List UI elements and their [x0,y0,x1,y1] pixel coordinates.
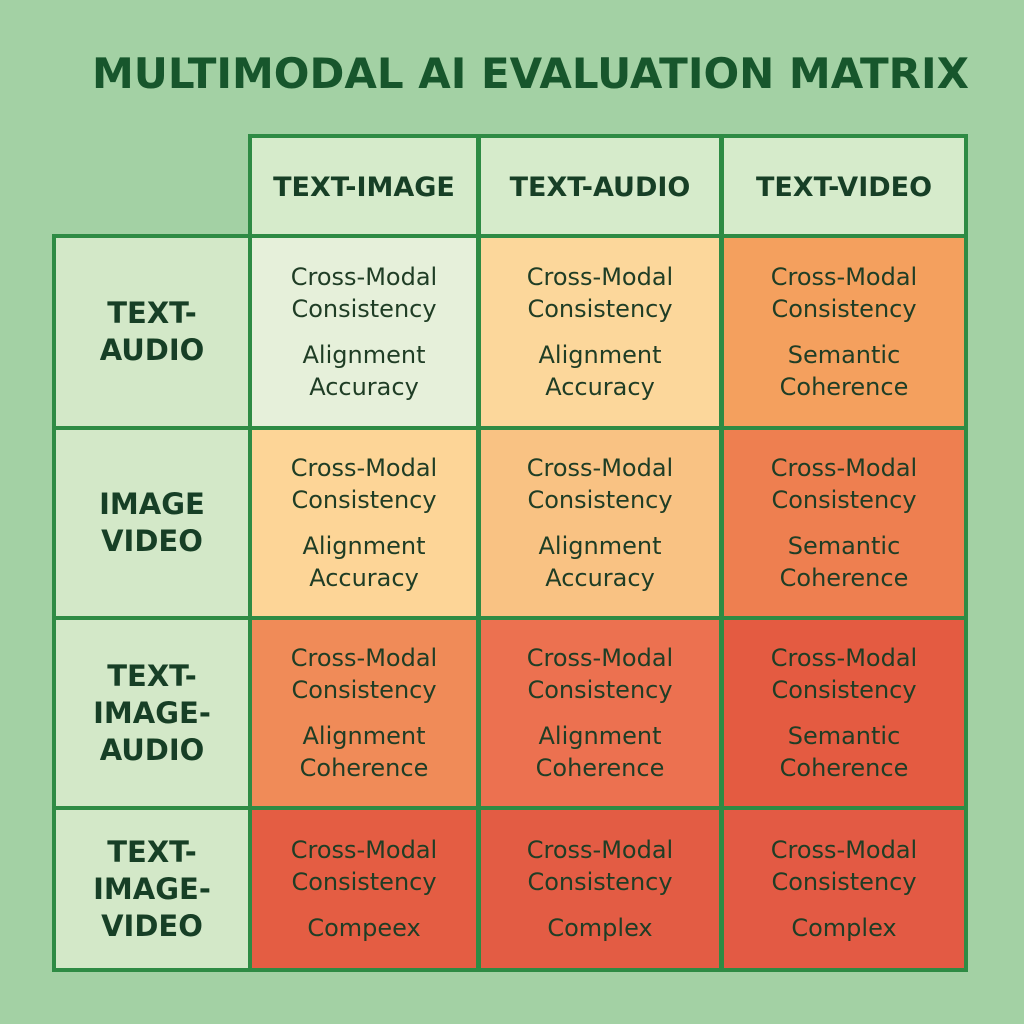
row-header-line: AUDIO [99,333,205,367]
cell-metric-secondary: Semantic Coherence [779,722,909,782]
cell-metric-primary: Cross-Modal Consistency [290,263,438,323]
row-header: TEXT-AUDIO [52,234,252,430]
row-header-line: VIDEO [101,524,203,558]
cell-metric-primary: Cross-Modal Consistency [770,836,918,896]
row-header-line: IMAGE- [93,695,211,730]
row-header: TEXT-IMAGE-AUDIO [52,616,252,810]
cell-metric-primary: Cross-Modal Consistency [526,644,674,704]
cell-metric-secondary: Complex [791,914,897,942]
cell-metric-secondary: Alignment Coherence [299,722,429,782]
cell-metric-secondary: Semantic Coherence [779,341,909,401]
cell-metric-primary: Cross-Modal Consistency [526,836,674,896]
column-header: TEXT-AUDIO [477,134,723,240]
cell-metric-secondary: Complex [547,914,653,942]
cell-metric-secondary: Alignment Accuracy [302,341,426,401]
row-header-line: AUDIO [99,732,205,767]
row-header: TEXT-IMAGE-VIDEO [52,806,252,972]
row-header-line: IMAGE- [93,871,211,906]
row-header-line: IMAGE [99,487,205,521]
cell-metric-secondary: Alignment Coherence [535,722,665,782]
cell-metric-secondary: Compeex [307,914,421,942]
cell-metric-secondary: Semantic Coherence [779,532,909,592]
cell-metric-primary: Cross-Modal Consistency [770,644,918,704]
cell-metric-primary: Cross-Modal Consistency [770,454,918,514]
row-header-line: TEXT- [107,296,197,330]
row-header-line: TEXT- [107,834,197,869]
cell-metric-primary: Cross-Modal Consistency [770,263,918,323]
cell-metric-primary: Cross-Modal Consistency [290,644,438,704]
row-header-line: VIDEO [101,908,203,943]
cell-metric-primary: Cross-Modal Consistency [526,454,674,514]
column-header: TEXT-IMAGE [248,134,480,240]
cell-metric-secondary: Alignment Accuracy [538,532,662,592]
cell-metric-primary: Cross-Modal Consistency [290,454,438,514]
matrix-title: MULTIMODAL AI EVALUATION MATRIX [92,49,969,98]
cell-metric-secondary: Alignment Accuracy [538,341,662,401]
cell-metric-primary: Cross-Modal Consistency [290,836,438,896]
column-header: TEXT-VIDEO [720,134,968,240]
row-header-line: TEXT- [107,658,197,693]
cell-metric-primary: Cross-Modal Consistency [526,263,674,323]
cell-metric-secondary: Alignment Accuracy [302,532,426,592]
